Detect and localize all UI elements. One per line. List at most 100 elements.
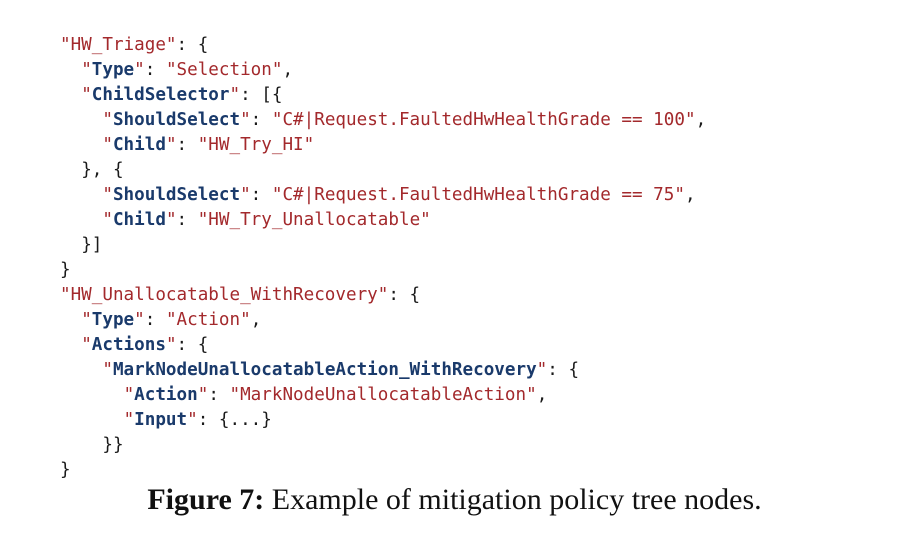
code-string: " bbox=[123, 410, 135, 430]
code-indent bbox=[60, 60, 81, 80]
code-indent bbox=[60, 135, 102, 155]
code-key: ShouldSelect bbox=[112, 185, 241, 205]
code-line: }] bbox=[60, 233, 706, 258]
code-string: " bbox=[197, 385, 209, 405]
code-string: " bbox=[81, 335, 92, 355]
code-string: " bbox=[240, 185, 251, 205]
code-string: " bbox=[187, 410, 198, 430]
code-indent bbox=[60, 410, 124, 430]
code-line: } bbox=[60, 258, 706, 283]
code-punctuation: : bbox=[176, 135, 198, 155]
code-indent bbox=[60, 210, 102, 230]
code-punctuation: } bbox=[60, 260, 71, 280]
code-line: "Input": {...} bbox=[60, 408, 706, 433]
code-key: Type bbox=[91, 310, 135, 330]
code-string: " bbox=[102, 210, 113, 230]
code-punctuation: : bbox=[208, 385, 230, 405]
code-string: " bbox=[81, 85, 92, 105]
code-line: "Child": "HW_Try_Unallocatable" bbox=[60, 208, 706, 233]
code-string: "C#|Request.FaultedHwHealthGrade == 100" bbox=[271, 110, 696, 130]
code-line: } bbox=[60, 458, 706, 483]
code-string: "HW_Unallocatable_WithRecovery" bbox=[60, 285, 389, 305]
code-string: "HW_Try_HI" bbox=[197, 135, 315, 155]
code-punctuation: : bbox=[250, 110, 272, 130]
code-punctuation: , bbox=[536, 385, 548, 405]
code-line: "MarkNodeUnallocatableAction_WithRecover… bbox=[60, 358, 706, 383]
code-line: "ChildSelector": [{ bbox=[60, 83, 706, 108]
code-punctuation: : bbox=[176, 210, 198, 230]
code-line: "ShouldSelect": "C#|Request.FaultedHwHea… bbox=[60, 183, 706, 208]
code-key: ChildSelector bbox=[91, 85, 230, 105]
code-string: " bbox=[102, 185, 113, 205]
code-punctuation: , bbox=[250, 310, 262, 330]
code-string: " bbox=[165, 135, 177, 155]
code-string: " bbox=[102, 110, 113, 130]
code-string: "MarkNodeUnallocatableAction" bbox=[229, 385, 537, 405]
code-string: " bbox=[229, 85, 241, 105]
code-string: "C#|Request.FaultedHwHealthGrade == 75" bbox=[271, 185, 685, 205]
code-punctuation: , bbox=[695, 110, 707, 130]
code-indent bbox=[60, 335, 81, 355]
code-punctuation: : { bbox=[547, 360, 580, 380]
code-indent bbox=[60, 235, 81, 255]
code-indent bbox=[60, 360, 102, 380]
code-string: " bbox=[123, 385, 135, 405]
figure-label: Figure 7: bbox=[147, 483, 265, 516]
code-indent bbox=[60, 310, 81, 330]
code-line: "Action": "MarkNodeUnallocatableAction", bbox=[60, 383, 706, 408]
code-string: "HW_Triage" bbox=[60, 35, 177, 55]
code-key: Child bbox=[112, 210, 166, 230]
code-punctuation: : { bbox=[388, 285, 421, 305]
code-key: Action bbox=[134, 385, 198, 405]
code-line: "Type": "Action", bbox=[60, 308, 706, 333]
code-string: " bbox=[134, 60, 145, 80]
code-string: " bbox=[134, 310, 145, 330]
code-string: " bbox=[536, 360, 548, 380]
code-punctuation: }] bbox=[81, 235, 103, 255]
code-line: "HW_Triage": { bbox=[60, 33, 706, 58]
code-indent bbox=[60, 385, 124, 405]
code-indent bbox=[60, 85, 81, 105]
code-string: " bbox=[165, 335, 177, 355]
code-listing: "HW_Triage": { "Type": "Selection", "Chi… bbox=[60, 33, 706, 483]
figure-caption-text: Example of mitigation policy tree nodes. bbox=[264, 483, 762, 516]
code-key: Type bbox=[91, 60, 135, 80]
code-line: "Actions": { bbox=[60, 333, 706, 358]
code-punctuation: : bbox=[144, 60, 166, 80]
code-punctuation: }, { bbox=[81, 160, 124, 180]
code-key: MarkNodeUnallocatableAction_WithRecovery bbox=[112, 360, 537, 380]
code-string: "Action" bbox=[165, 310, 251, 330]
code-indent bbox=[60, 160, 81, 180]
code-key: Actions bbox=[91, 335, 166, 355]
code-punctuation: : bbox=[144, 310, 166, 330]
code-line: "Child": "HW_Try_HI" bbox=[60, 133, 706, 158]
code-string: " bbox=[81, 60, 92, 80]
code-string: " bbox=[81, 310, 92, 330]
code-indent bbox=[60, 185, 102, 205]
code-line: "ShouldSelect": "C#|Request.FaultedHwHea… bbox=[60, 108, 706, 133]
code-key: Input bbox=[134, 410, 188, 430]
code-punctuation: : [{ bbox=[240, 85, 283, 105]
code-punctuation: } bbox=[60, 460, 71, 480]
code-punctuation: , bbox=[282, 60, 294, 80]
code-punctuation: : { bbox=[176, 335, 209, 355]
code-indent bbox=[60, 435, 102, 455]
code-key: Child bbox=[112, 135, 166, 155]
code-line: }} bbox=[60, 433, 706, 458]
code-string: "Selection" bbox=[165, 60, 283, 80]
code-indent bbox=[60, 110, 102, 130]
code-string: " bbox=[102, 135, 113, 155]
code-string: "HW_Try_Unallocatable" bbox=[197, 210, 431, 230]
code-punctuation: }} bbox=[102, 435, 124, 455]
code-key: ShouldSelect bbox=[112, 110, 241, 130]
code-string: " bbox=[102, 360, 113, 380]
code-line: }, { bbox=[60, 158, 706, 183]
code-string: " bbox=[240, 110, 251, 130]
figure-caption: Figure 7: Example of mitigation policy t… bbox=[0, 483, 909, 517]
code-string: " bbox=[165, 210, 177, 230]
code-line: "Type": "Selection", bbox=[60, 58, 706, 83]
code-punctuation: : { bbox=[176, 35, 209, 55]
code-punctuation: : {...} bbox=[197, 410, 272, 430]
code-punctuation: : bbox=[250, 185, 272, 205]
code-line: "HW_Unallocatable_WithRecovery": { bbox=[60, 283, 706, 308]
